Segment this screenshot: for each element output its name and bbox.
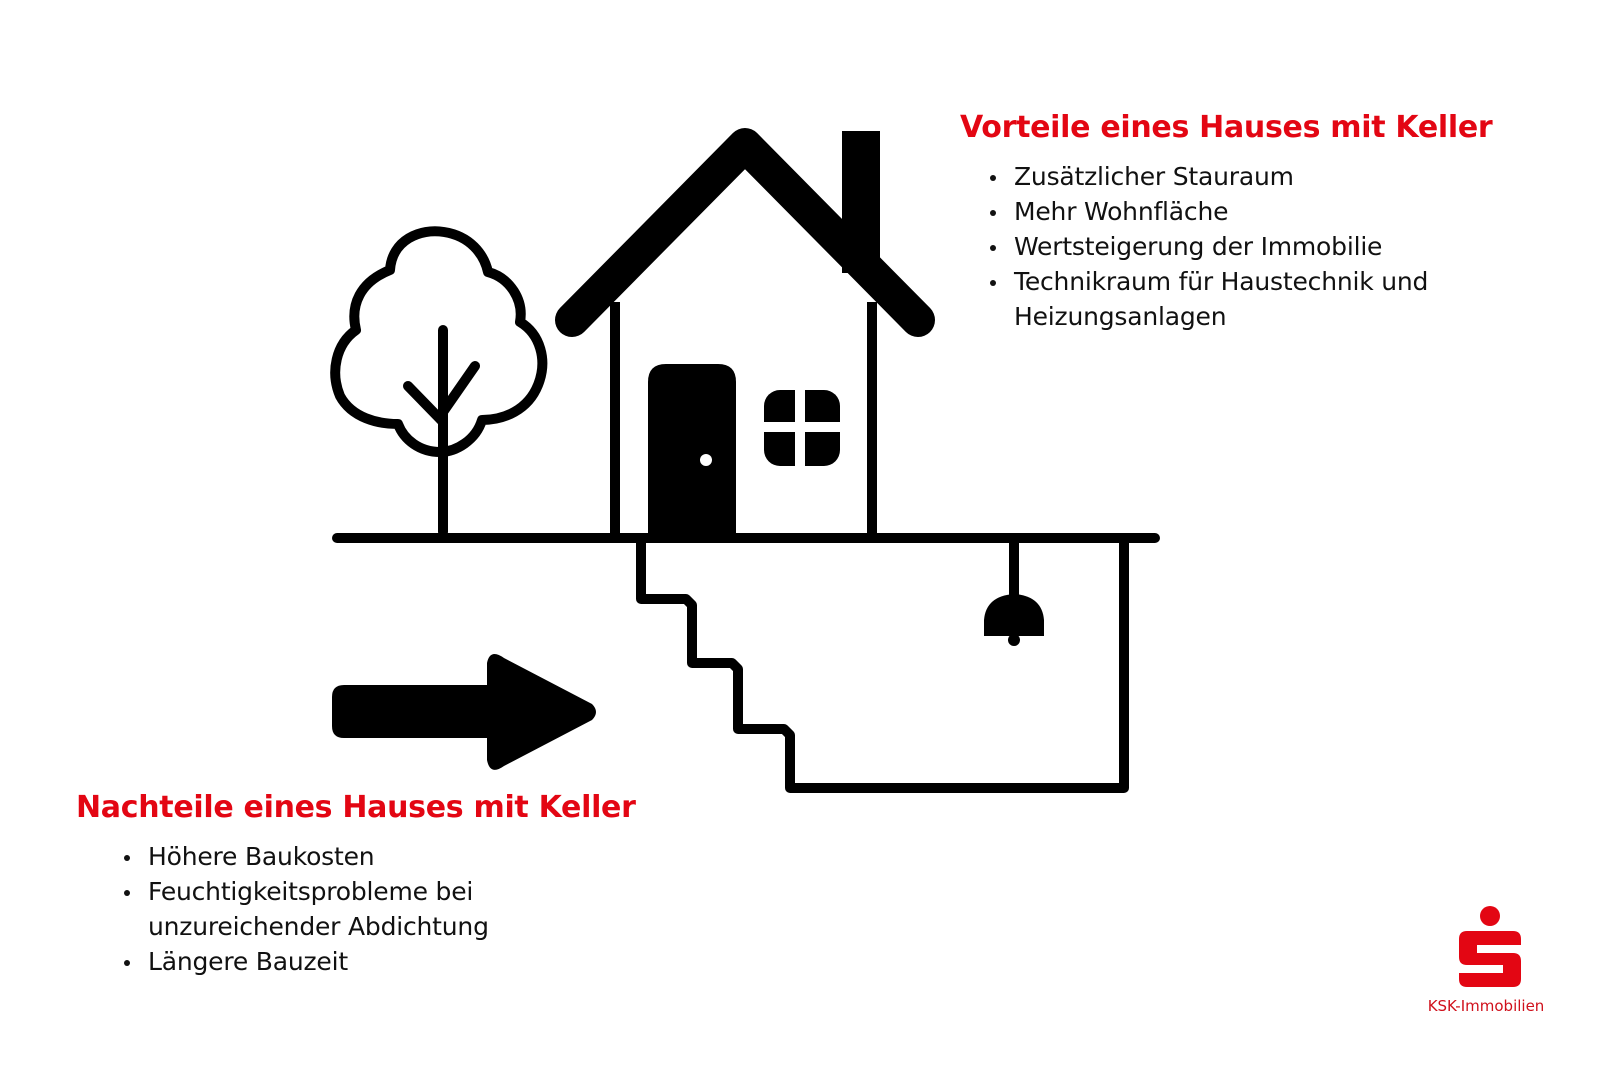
pros-list: Zusätzlicher Stauraum Mehr Wohnfläche We… <box>990 159 1450 334</box>
pros-title: Vorteile eines Hauses mit Keller <box>960 110 1493 145</box>
door-icon <box>648 364 736 533</box>
basement-stairs-icon <box>636 538 1129 793</box>
cons-list: Höhere Baukosten Feuchtigkeitsprobleme b… <box>124 839 544 979</box>
list-item: Längere Bauzeit <box>124 944 544 979</box>
list-item: Mehr Wohnfläche <box>990 194 1450 229</box>
window-icon <box>762 388 842 468</box>
list-item: Technikraum für Haustechnik und Heizungs… <box>990 264 1450 334</box>
list-item: Feuchtigkeitsprobleme bei unzureichender… <box>124 874 544 944</box>
brand-name: KSK-Immobilien <box>1427 997 1545 1015</box>
arrow-right-icon <box>332 654 596 770</box>
brand-logo: KSK-Immobilien <box>1428 905 1550 1015</box>
pros-section: Vorteile eines Hauses mit Keller Zusätzl… <box>960 110 1493 334</box>
list-item: Zusätzlicher Stauraum <box>990 159 1450 194</box>
sparkasse-s-icon <box>1459 906 1521 987</box>
tree-icon <box>330 226 548 537</box>
cons-title: Nachteile eines Hauses mit Keller <box>76 790 636 825</box>
list-item: Höhere Baukosten <box>124 839 544 874</box>
ceiling-lamp-icon <box>984 538 1044 646</box>
list-item: Wertsteigerung der Immobilie <box>990 229 1450 264</box>
chimney-icon <box>842 131 880 273</box>
cons-section: Nachteile eines Hauses mit Keller Höhere… <box>76 790 636 979</box>
